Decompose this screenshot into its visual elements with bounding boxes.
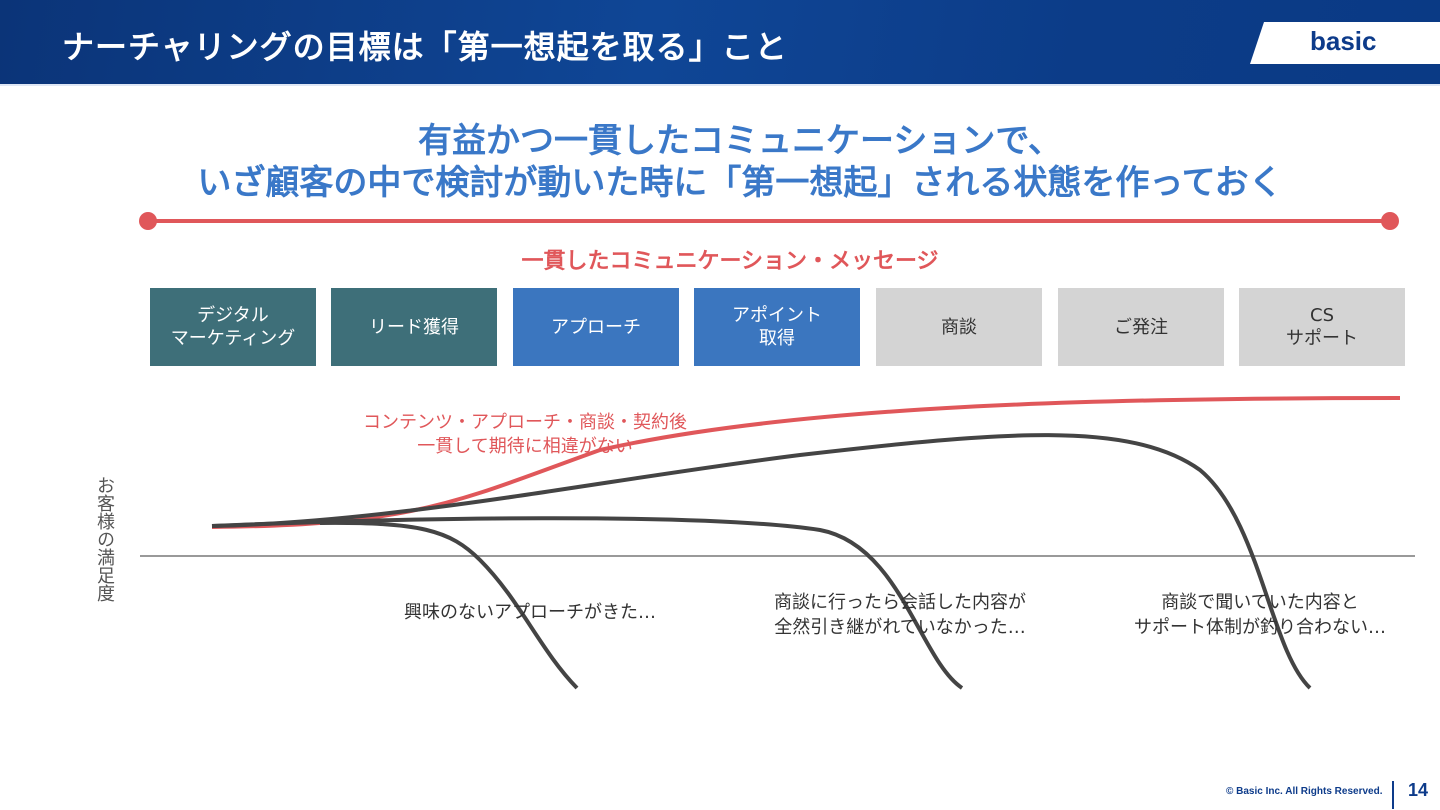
footer-divider	[1392, 781, 1394, 809]
headline-line2: いざ顧客の中で検討が動いた時に「第一想起」される状態を作っておく	[197, 163, 1283, 203]
stage-digital-marketing: デジタル マーケティング	[150, 288, 316, 366]
slide-title: ナーチャリングの目標は「第一想起を取る」こと	[62, 28, 788, 66]
y-axis-label: お客様の満足度	[94, 476, 115, 602]
stage-approach: アプローチ	[513, 288, 679, 366]
stage-order: ご発注	[1058, 288, 1224, 366]
stage-cs-support: CS サポート	[1239, 288, 1405, 366]
header-bar: ナーチャリングの目標は「第一想起を取る」こと basic	[0, 0, 1440, 84]
timeline-end-dot	[1381, 212, 1399, 230]
page-number: 14	[1408, 780, 1429, 800]
logo-text: basic	[1310, 26, 1377, 56]
fail-note-negotiation: 商談に行ったら会話した内容が 全然引き継がれていなかった…	[774, 592, 1026, 638]
headline-line1: 有益かつ一貫したコミュニケーションで、	[418, 121, 1062, 161]
basic-logo: basic	[1250, 22, 1440, 64]
stage-negotiation: 商談	[876, 288, 1042, 366]
fail-note-support: 商談で聞いていた内容と サポート体制が釣り合わない…	[1134, 592, 1386, 638]
stage-appointment: アポイント 取得	[694, 288, 860, 366]
header-divider	[0, 84, 1440, 86]
fail-curve-support	[211, 433, 1312, 690]
message-subtitle: 一貫したコミュニケーション・メッセージ	[521, 249, 939, 274]
stage-lead-acquisition: リード獲得	[331, 288, 497, 366]
fail-note-approach: 興味のないアプローチがきた…	[404, 602, 656, 623]
fail-curve-approach	[319, 520, 579, 690]
copyright: © Basic Inc. All Rights Reserved.	[1226, 786, 1383, 797]
success-note: コンテンツ・アプローチ・商談・契約後 一貫して期待に相違がない	[363, 412, 687, 457]
timeline-start-dot	[139, 212, 157, 230]
fail-curve-negotiation	[211, 516, 964, 690]
